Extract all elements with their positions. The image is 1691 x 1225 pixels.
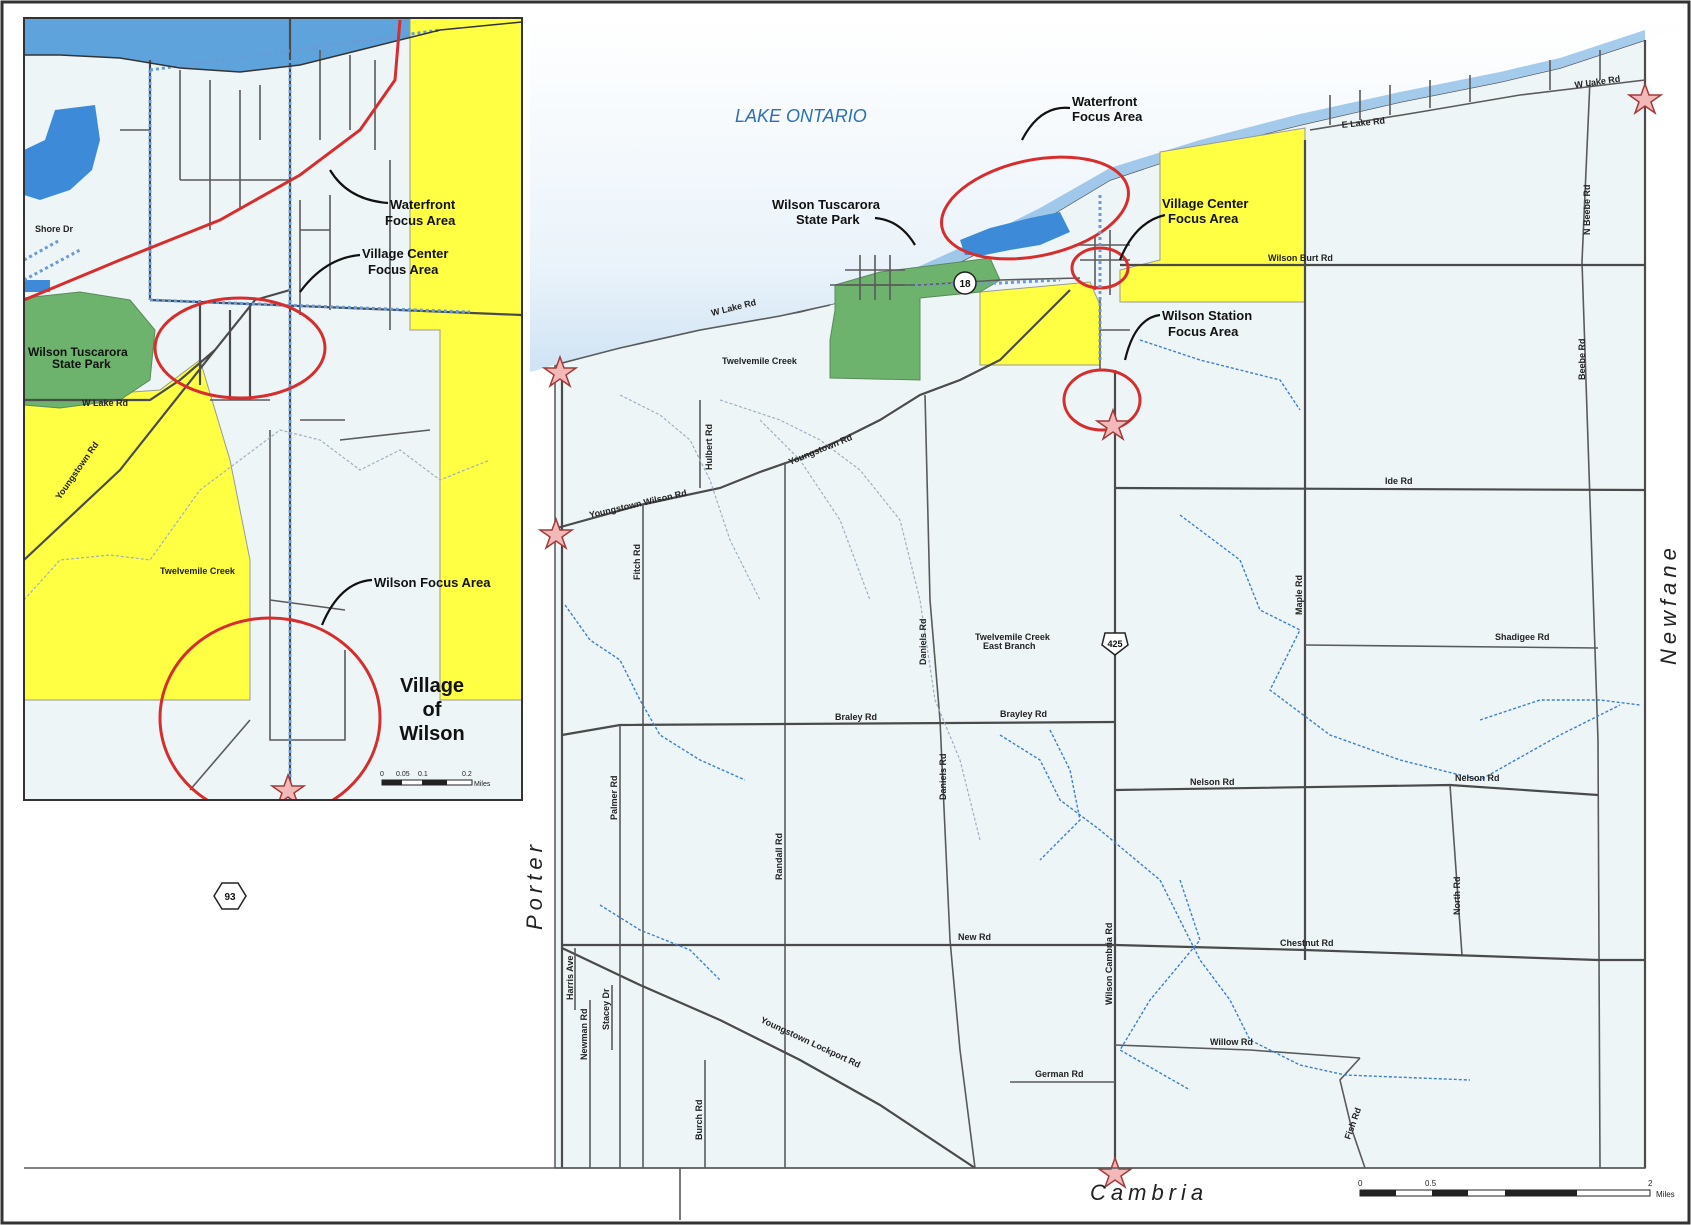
lake-ontario-label: LAKE ONTARIO [735, 106, 867, 126]
town-label-porter: Porter [522, 840, 547, 930]
inset-scale-bar: 0 0.05 0.1 0.2 Miles [380, 771, 491, 788]
label-e-lake-rd: E Lake Rd [1341, 115, 1385, 129]
gateway-star-nw [541, 354, 579, 388]
scale-tick-0: 0 [1358, 1179, 1363, 1188]
main-scale-bar: 0 0.5 2 Miles [1358, 1179, 1675, 1199]
label-chestnut-rd: Chestnut Rd [1280, 938, 1334, 948]
route-93-shield: 93 [213, 882, 247, 910]
inset-map-village-of-wilson [24, 18, 522, 800]
label-german-rd: German Rd [1035, 1069, 1084, 1079]
inset-scale-0: 0 [380, 771, 384, 778]
focus-area-yellow-center [979, 281, 1101, 366]
label-twelvemile-east-2: East Branch [983, 641, 1036, 651]
label-stacey-dr: Stacey Dr [601, 988, 611, 1030]
label-daniels-rd-n: Daniels Rd [918, 618, 928, 665]
waterfront-callout-2: Focus Area [1072, 109, 1143, 124]
label-nelson-rd-e: Nelson Rd [1455, 773, 1500, 783]
route-18-number: 18 [959, 279, 971, 290]
wilson-station-callout-1: Wilson Station [1162, 308, 1252, 323]
label-maple-rd: Maple Rd [1294, 575, 1304, 615]
wilson-station-arrow [1123, 313, 1161, 361]
lake-ontario [530, 18, 1680, 372]
label-burch-rd: Burch Rd [694, 1100, 704, 1141]
route-93-number: 93 [224, 892, 236, 903]
cambria-line [24, 1167, 1645, 1220]
inset-label-creek: Twelvemile Creek [160, 566, 236, 576]
label-brayley-rd: Brayley Rd [1000, 709, 1047, 719]
inset-scale-02: 0.2 [462, 771, 472, 778]
scale-unit: Miles [1656, 1190, 1675, 1199]
label-new-rd: New Rd [958, 932, 991, 942]
inset-waterfront-1: Waterfront [390, 197, 456, 212]
shoreline-deep-water [900, 30, 1645, 290]
label-braley-rd: Braley Rd [835, 712, 877, 722]
inset-frame [23, 17, 523, 801]
inset-title-1: Village [400, 675, 464, 697]
waterfront-focus-circle [940, 155, 1130, 261]
state-park-arrow [874, 216, 916, 246]
village-center-arrow [1118, 213, 1166, 261]
gateway-star-s [1096, 1155, 1134, 1189]
label-daniels-rd-s: Daniels Rd [938, 753, 948, 800]
inset-label-w-lake-rd: W Lake Rd [82, 398, 128, 408]
wilson-station-callout-2: Focus Area [1168, 324, 1239, 339]
road-network [556, 40, 1647, 1169]
inset-label-shore-dr: Shore Dr [35, 224, 74, 234]
town-label-newfane: Newfane [1656, 543, 1681, 665]
route-425-number: 425 [1107, 639, 1122, 649]
label-hulbert-rd: Hulbert Rd [704, 424, 714, 470]
town-label-cambria: Cambria [1090, 1180, 1208, 1205]
inset-scale-01: 0.1 [418, 771, 428, 778]
focus-area-yellow-village [1119, 127, 1306, 303]
inset-village-center-1: Village Center [362, 246, 448, 261]
wilson-station-focus-circle [1062, 368, 1142, 432]
label-fitch-rd: Fitch Rd [632, 544, 642, 580]
scale-tick-05: 0.5 [1425, 1179, 1437, 1188]
inset-state-park-1: Wilson Tuscarora [28, 345, 128, 359]
route-18-shield: 18 [953, 271, 977, 295]
inset-title-3: Wilson [399, 723, 464, 745]
label-twelvemile-creek: Twelvemile Creek [722, 356, 798, 366]
wilson-harbor [960, 212, 1070, 255]
label-randall-rd: Randall Rd [774, 833, 784, 880]
route-425-shield: 425 [1101, 632, 1129, 656]
state-park-callout-1: Wilson Tuscarora [772, 197, 881, 212]
inset-village-center-2: Focus Area [368, 262, 439, 277]
inset-title-2: of [423, 699, 442, 721]
waterfront-callout-1: Waterfront [1072, 94, 1138, 109]
village-center-callout-1: Village Center [1162, 196, 1248, 211]
streams [564, 339, 1641, 1091]
label-twelvemile-east-1: Twelvemile Creek [975, 632, 1051, 642]
label-harris-ave: Harris Ave [565, 956, 575, 1000]
label-willow-rd: Willow Rd [1210, 1037, 1253, 1047]
inset-scale-unit: Miles [474, 781, 491, 788]
label-north-rd: North Rd [1452, 877, 1462, 916]
label-ide-rd: Ide Rd [1385, 476, 1413, 486]
gateway-star-ne [1626, 81, 1664, 115]
label-n-beebe-rd: N Beebe Rd [1582, 184, 1592, 235]
inset-waterfront-2: Focus Area [385, 213, 456, 228]
label-newman-rd: Newman Rd [579, 1008, 589, 1060]
scale-tick-2: 2 [1648, 1179, 1653, 1188]
village-center-callout-2: Focus Area [1168, 211, 1239, 226]
label-nelson-rd-w: Nelson Rd [1190, 777, 1235, 787]
state-park-callout-2: State Park [796, 212, 860, 227]
label-palmer-rd: Palmer Rd [609, 775, 619, 820]
label-wilson-burt-rd: Wilson Burt Rd [1268, 253, 1333, 263]
inset-state-park-2: State Park [52, 357, 111, 371]
label-wilson-cambria-rd: Wilson Cambria Rd [1104, 923, 1114, 1005]
gateway-star-w [537, 516, 575, 550]
label-shadigee-rd: Shadigee Rd [1495, 632, 1550, 642]
trail-main [914, 195, 1102, 360]
label-beebe-rd: Beebe Rd [1577, 338, 1587, 380]
waterfront-arrow [1021, 106, 1071, 141]
gateway-star-station [1094, 407, 1132, 441]
inset-scale-005: 0.05 [396, 771, 410, 778]
inset-wilson-focus: Wilson Focus Area [374, 575, 491, 590]
